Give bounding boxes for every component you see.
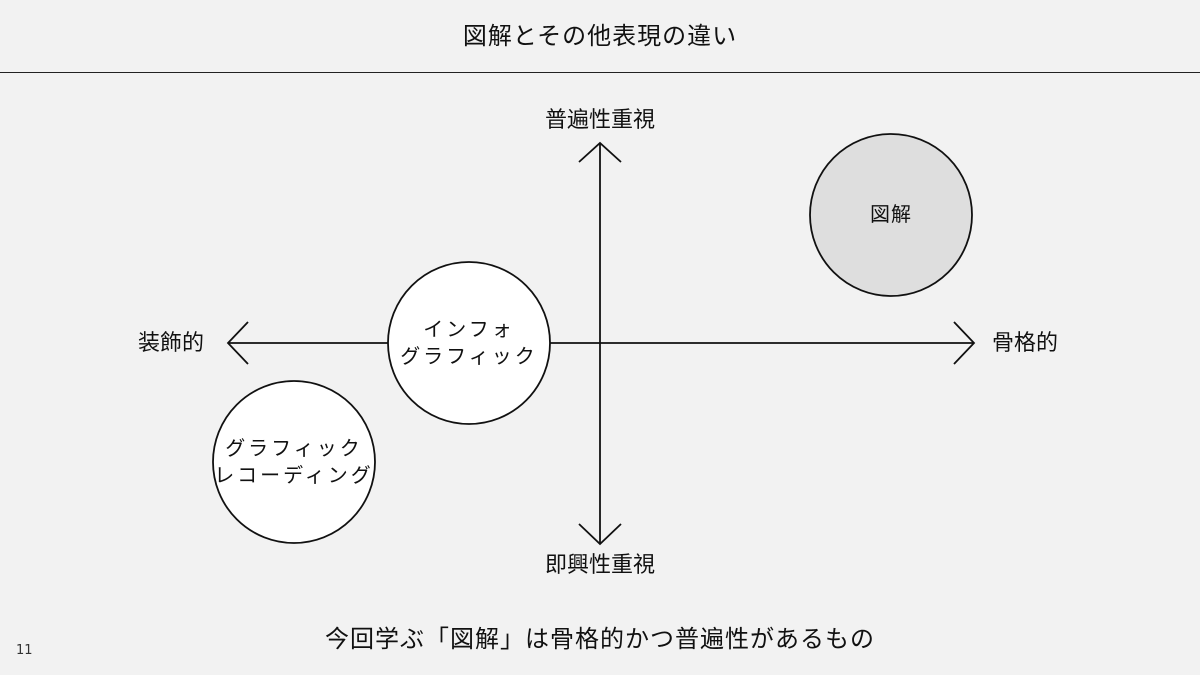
axis-label-right: 骨格的 <box>992 331 1059 356</box>
bubble-infographic-line-1: インフォ <box>423 317 515 341</box>
slide-title: 図解とその他表現の違い <box>462 22 738 50</box>
arrowhead-up <box>578 141 622 163</box>
bubble-zukai-text: 図解 <box>870 202 912 226</box>
arrowhead-right <box>953 321 976 365</box>
bubble-infographic-line-2: グラフィック <box>400 344 538 368</box>
arrowhead-down <box>578 523 622 546</box>
arrowhead-left <box>226 321 249 365</box>
bubble-graphic-recording <box>212 380 376 544</box>
title-divider <box>0 72 1200 73</box>
axis-label-left: 装飾的 <box>138 331 205 356</box>
bubble-zukai <box>809 133 973 297</box>
bubble-infographic <box>387 261 551 425</box>
slide-caption: 今回学ぶ「図解」は骨格的かつ普遍性があるもの <box>325 625 875 653</box>
bubble-graphic-recording-label: グラフィック レコーディング <box>208 435 380 489</box>
bubble-graphic-recording-line-1: グラフィック <box>225 436 363 460</box>
axis-label-bottom: 即興性重視 <box>544 553 655 578</box>
page-number: 11 <box>16 643 33 658</box>
axis-label-top: 普遍性重視 <box>544 108 655 133</box>
bubble-zukai-label: 図解 <box>810 201 972 228</box>
bubble-infographic-label: インフォ グラフィック <box>388 316 550 370</box>
bubble-graphic-recording-line-2: レコーディング <box>214 463 374 487</box>
